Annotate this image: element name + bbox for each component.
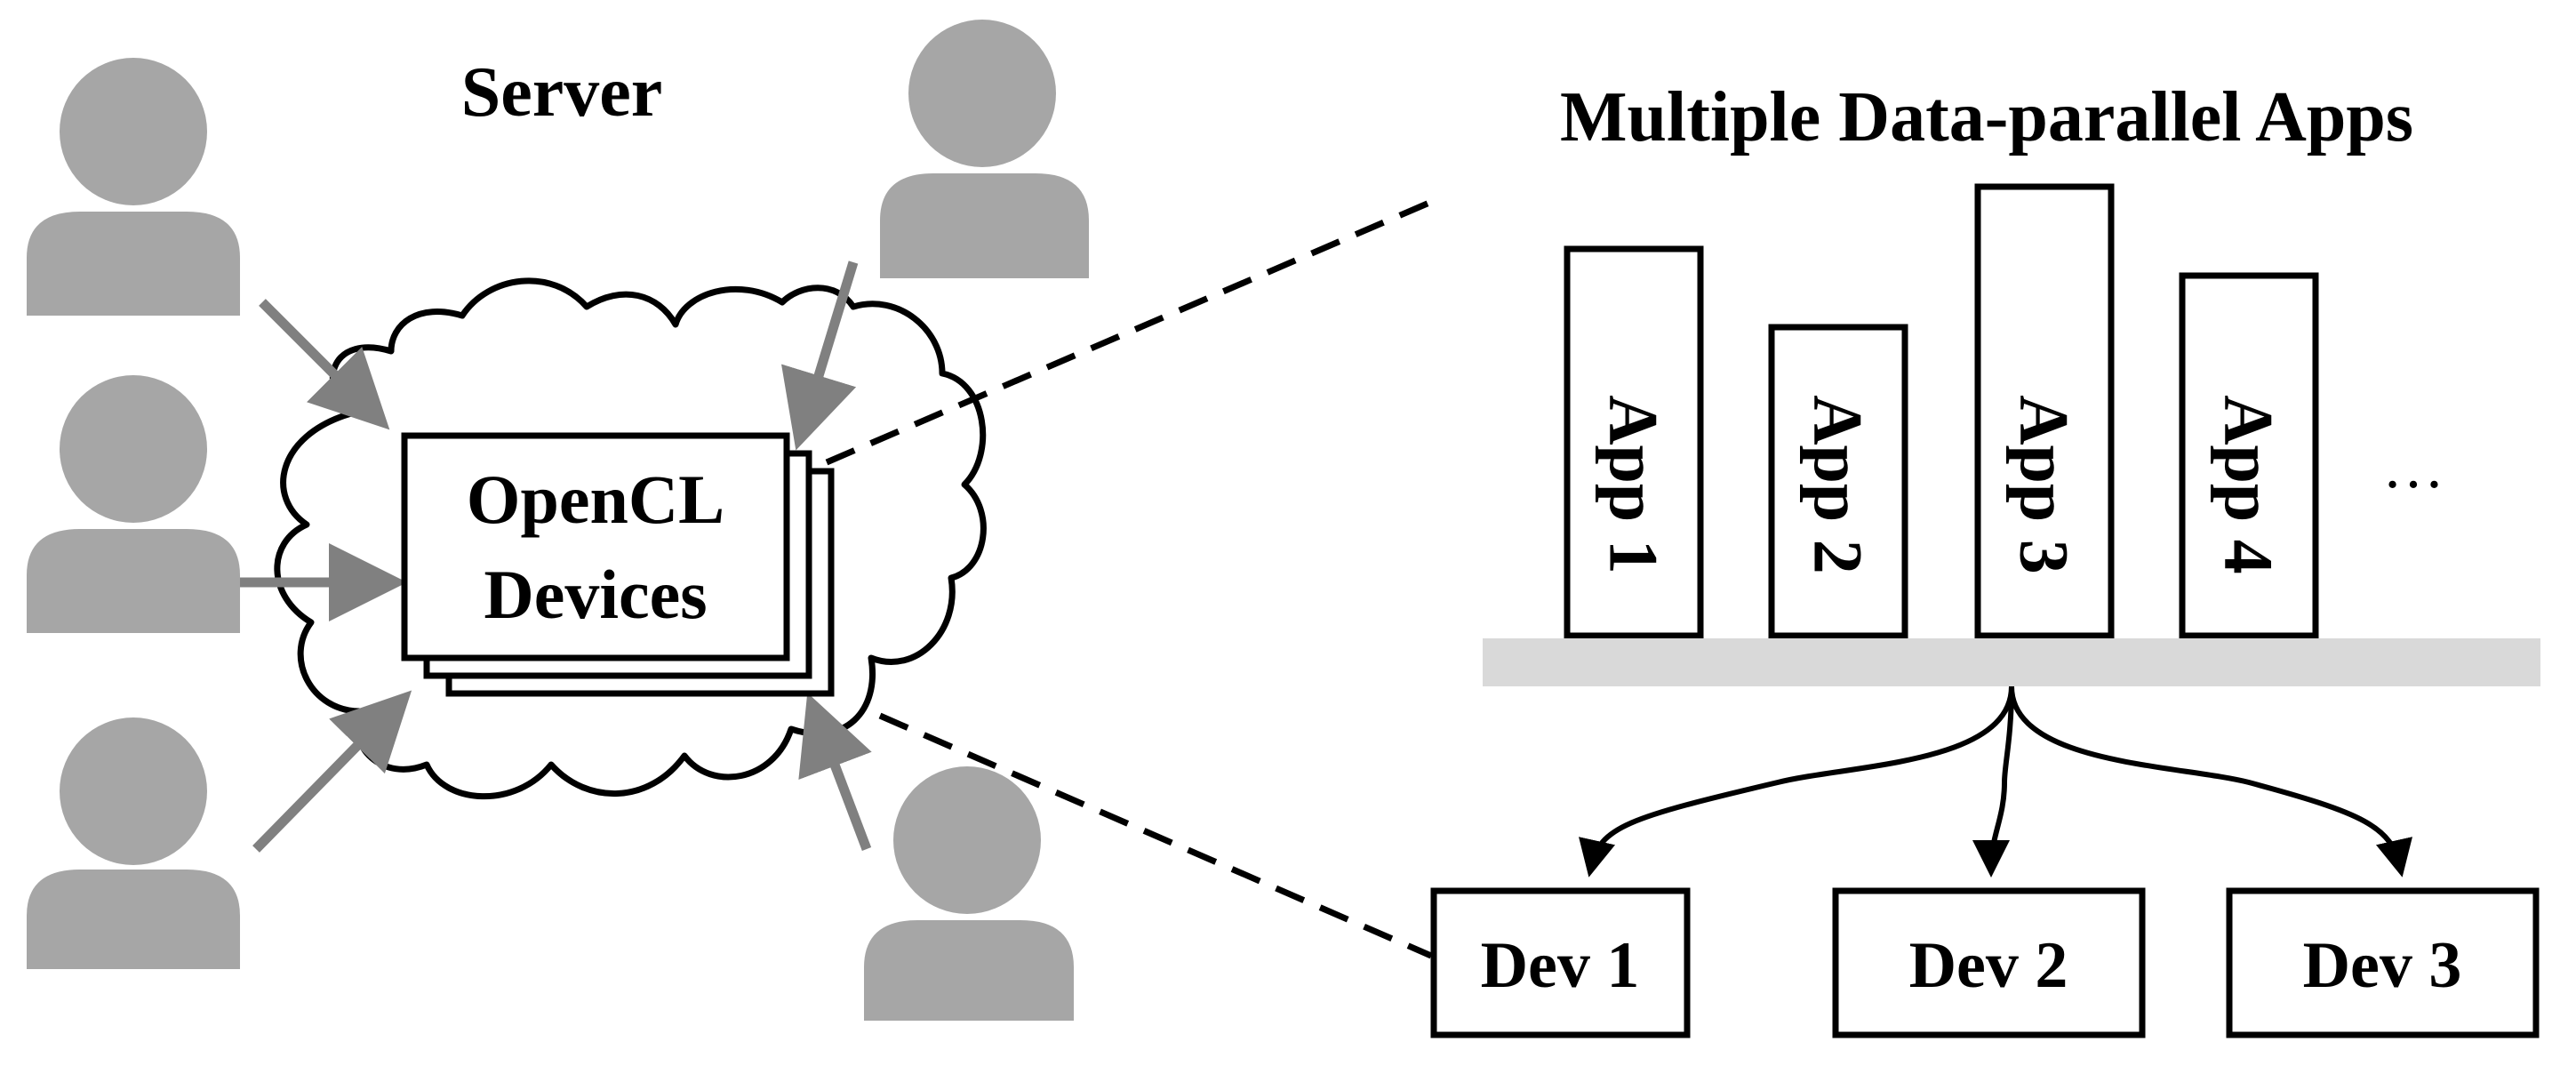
request-arrows (240, 260, 872, 853)
user-icon (880, 20, 1089, 278)
user-icon (27, 375, 240, 633)
app-bar-3 (1974, 183, 2115, 639)
dev-box-1 (1430, 887, 1691, 1038)
dev-box-2 (1832, 887, 2146, 1038)
opencl-devices-stack (401, 432, 835, 697)
opencl-label-line1: OpenCL (467, 461, 724, 538)
arrow-user-3 (252, 690, 412, 853)
apps-ellipsis: … (2382, 433, 2444, 501)
app-bar-2 (1768, 324, 1908, 639)
arrow-user-4 (780, 260, 859, 451)
app-bar-4 (2179, 272, 2319, 639)
arrow-user-1 (259, 299, 390, 430)
arrow-user-5 (798, 693, 872, 851)
zoom-lines (825, 196, 1437, 959)
opencl-label-line2: Devices (484, 556, 707, 633)
dev-label-1: Dev 1 (1481, 929, 1640, 1002)
dev-label-3: Dev 3 (2303, 929, 2462, 1002)
apps-title: Multiple Data-parallel Apps (1560, 78, 2413, 156)
app-label-2: App 2 (1800, 395, 1877, 574)
app-label-4: App 4 (2211, 395, 2288, 574)
device-boxes (1430, 887, 2540, 1038)
platform-bar (1483, 638, 2540, 686)
app-bars (1564, 183, 2319, 639)
user-icon (864, 766, 1074, 1021)
arrow-to-dev-3 (2009, 685, 2412, 878)
app-bar-1 (1564, 245, 1704, 639)
arrow-to-dev-2 (1972, 685, 2014, 878)
distribution-arrows (1579, 685, 2412, 878)
app-label-1: App 1 (1596, 395, 1673, 574)
arrow-to-dev-1 (1579, 685, 2014, 878)
dev-label-2: Dev 2 (1909, 929, 2068, 1002)
dev-box-3 (2226, 887, 2540, 1038)
user-icon (27, 717, 240, 969)
app-label-3: App 3 (2006, 395, 2084, 574)
server-label: Server (461, 53, 663, 132)
user-icon (27, 58, 240, 316)
